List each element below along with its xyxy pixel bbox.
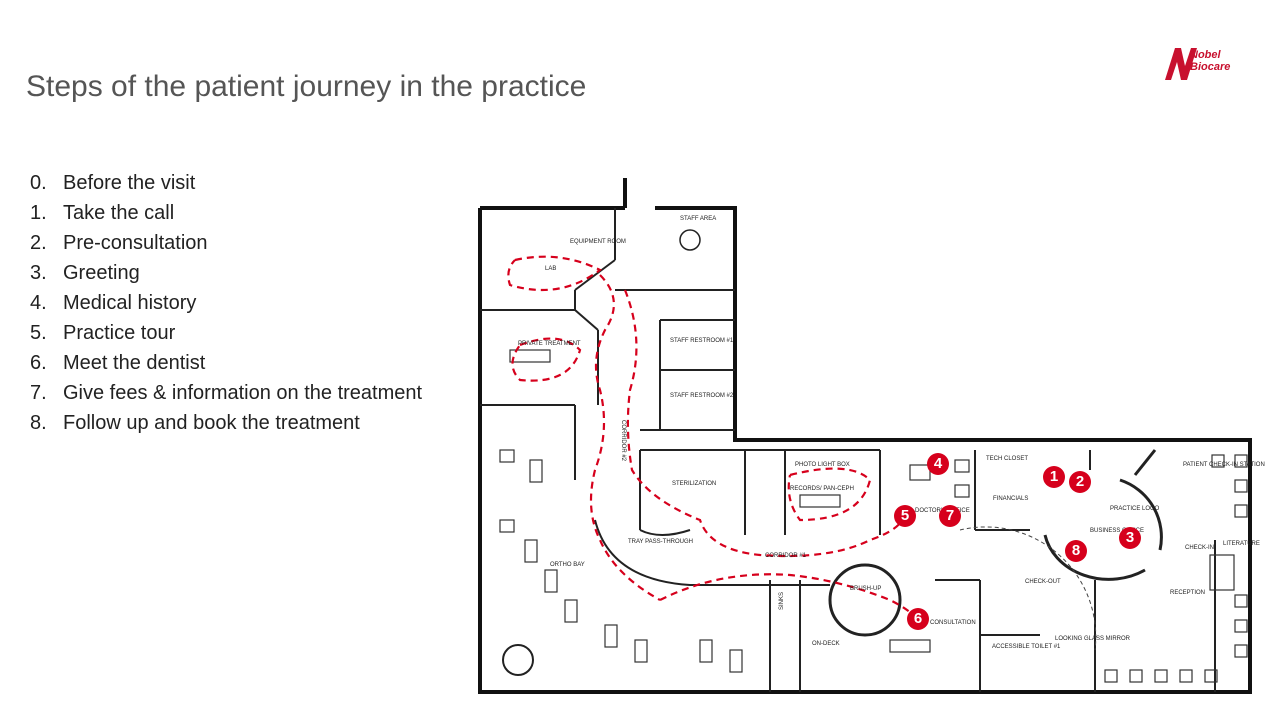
room-label-practice-logo: PRACTICE LOGO: [1110, 506, 1160, 512]
logo-line2: Biocare: [1190, 61, 1231, 73]
room-label-lab: LAB: [545, 266, 556, 272]
room-label-checkout: CHECK-OUT: [1025, 579, 1061, 585]
list-item: 5.Practice tour: [30, 322, 176, 344]
room-label-sinks: SINKS: [779, 592, 785, 610]
room-label-staff-restroom-2: STAFF RESTROOM #2: [670, 393, 734, 399]
list-item: 4.Medical history: [30, 292, 197, 314]
room-label-brush-up: BRUSH-UP: [850, 586, 881, 592]
step-marker-6: 6: [907, 608, 929, 630]
logo-line1: Nobel: [1190, 49, 1221, 61]
room-label-checkin: CHECK-IN: [1185, 545, 1214, 551]
room-label-financials: FINANCIALS: [993, 496, 1028, 502]
room-label-tray: TRAY PASS-THROUGH: [628, 539, 693, 545]
room-label-business-office: BUSINESS OFFICE: [1090, 528, 1144, 534]
list-item: 8.Follow up and book the treatment: [30, 412, 360, 434]
room-label-staff-restroom-1: STAFF RESTROOM #1: [670, 338, 734, 344]
step-marker-2: 2: [1069, 471, 1091, 493]
step-marker-1: 1: [1043, 466, 1065, 488]
room-label-mirror: LOOKING GLASS MIRROR: [1055, 636, 1131, 642]
room-label-accessible-toilet: ACCESSIBLE TOILET #1: [992, 644, 1061, 650]
step-marker-4: 4: [927, 453, 949, 475]
room-label-records: RECORDS/ PAN-CEPH: [790, 486, 854, 492]
room-label-sterilization: STERILIZATION: [672, 481, 716, 487]
room-label-tech-closet: TECH CLOSET: [986, 456, 1028, 462]
room-label-reception: RECEPTION: [1170, 590, 1205, 596]
room-label-staff-area: STAFF AREA: [680, 216, 716, 222]
list-item: 2.Pre-consultation: [30, 232, 208, 254]
room-label-corridor-2: CORRIDOR #2: [620, 420, 626, 462]
room-label-literature: LITERATURE: [1223, 541, 1260, 547]
room-label-patient-checkin: PATIENT CHECK-IN STATION: [1183, 462, 1265, 468]
room-label-on-deck: ON-DECK: [812, 641, 840, 647]
room-label-consultation: CONSULTATION: [930, 620, 976, 626]
list-item: 1.Take the call: [30, 202, 175, 224]
page-title: Steps of the patient journey in the prac…: [26, 70, 587, 103]
room-label-private-treatment: PRIVATE TREATMENT: [518, 341, 581, 347]
list-item: 3.Greeting: [30, 262, 140, 284]
room-label-photo: PHOTO LIGHT BOX: [795, 462, 850, 468]
list-item: 0.Before the visit: [30, 172, 196, 194]
step-marker-5: 5: [894, 505, 916, 527]
list-item: 6.Meet the dentist: [30, 352, 206, 374]
nobel-biocare-logo: [1165, 48, 1197, 80]
room-label-corridor-1: CORRIDOR #1: [765, 553, 807, 559]
floor-plan: LAB EQUIPMENT ROOM STAFF AREA PRIVATE TR…: [478, 178, 1265, 694]
step-marker-3: 3: [1119, 527, 1141, 549]
step-marker-7: 7: [939, 505, 961, 527]
steps-list: 0.Before the visit 1.Take the call 2.Pre…: [30, 168, 463, 438]
room-label-equipment: EQUIPMENT ROOM: [570, 239, 626, 245]
step-marker-8: 8: [1065, 540, 1087, 562]
logo-wordmark: Nobel Biocare: [1190, 49, 1230, 73]
room-label-ortho-bay: ORTHO BAY: [550, 562, 585, 568]
list-item: 7.Give fees & information on the treatme…: [30, 382, 423, 404]
